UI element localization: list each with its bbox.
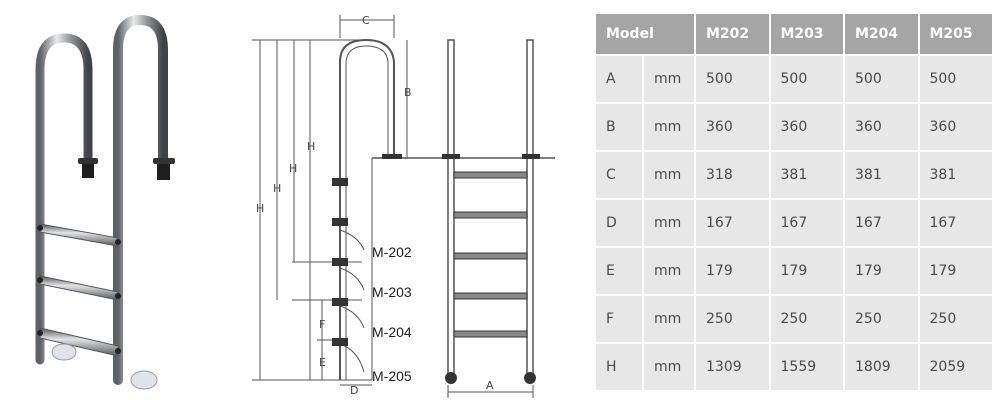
table-cell: 179 xyxy=(919,248,992,294)
dim-label-e: E xyxy=(319,356,326,369)
table-cell: 1309 xyxy=(696,344,769,390)
row-unit: mm xyxy=(644,344,694,390)
table-cell: 250 xyxy=(696,296,769,342)
dim-label-b: B xyxy=(404,86,412,99)
table-cell: 167 xyxy=(770,200,843,246)
table-cell: 1809 xyxy=(845,344,918,390)
ladder-front-rail xyxy=(113,14,168,385)
ladder-back-rail xyxy=(35,33,93,365)
table-cell: 250 xyxy=(845,296,918,342)
table-cell: 360 xyxy=(845,104,918,150)
dim-label-d: D xyxy=(350,384,358,397)
row-unit: mm xyxy=(644,248,694,294)
table-cell: 167 xyxy=(919,200,992,246)
table-cell: 2059 xyxy=(919,344,992,390)
row-label: F xyxy=(596,296,642,342)
ladder-anchor xyxy=(153,158,175,164)
table-cell: 179 xyxy=(696,248,769,294)
table-cell: 1559 xyxy=(770,344,843,390)
table-cell: 381 xyxy=(845,152,918,198)
model-label: M-202 xyxy=(372,244,412,260)
table-cell: 500 xyxy=(919,56,992,102)
ladder-technical-drawing: C B H H H H F E D A M-202 M-203 M-204 M-… xyxy=(252,14,555,398)
table-cell: 381 xyxy=(919,152,992,198)
ladder-foot xyxy=(51,343,77,361)
table-cell: 360 xyxy=(770,104,843,150)
dim-label-c: C xyxy=(362,14,370,27)
dim-label-h: H xyxy=(256,202,264,215)
table-header-row: Model M202 M203 M204 M205 xyxy=(596,14,992,54)
ladder-photo xyxy=(35,14,175,390)
model-label: M-203 xyxy=(372,284,412,300)
row-unit: mm xyxy=(644,104,694,150)
row-unit: mm xyxy=(644,296,694,342)
row-unit: mm xyxy=(644,200,694,246)
table-cell: 500 xyxy=(845,56,918,102)
row-label: D xyxy=(596,200,642,246)
table-cell: 250 xyxy=(919,296,992,342)
header-m204: M204 xyxy=(845,14,918,54)
table-cell: 500 xyxy=(696,56,769,102)
row-unit: mm xyxy=(644,152,694,198)
model-label: M-205 xyxy=(372,368,412,384)
table-cell: 500 xyxy=(770,56,843,102)
ladder-anchor xyxy=(78,158,98,164)
dim-label-h: H xyxy=(289,162,297,175)
dim-label-a: A xyxy=(486,379,494,392)
row-label: E xyxy=(596,248,642,294)
ladder-foot xyxy=(130,370,158,390)
dim-label-f: F xyxy=(319,318,325,331)
header-m202: M202 xyxy=(696,14,769,54)
ladder-steps xyxy=(39,223,119,357)
table-cell: 179 xyxy=(770,248,843,294)
table-cell: 250 xyxy=(770,296,843,342)
table-cell: 167 xyxy=(696,200,769,246)
table-cell: 360 xyxy=(696,104,769,150)
header-m203: M203 xyxy=(770,14,843,54)
table-cell: 167 xyxy=(845,200,918,246)
drawing-front-steps xyxy=(453,171,528,338)
row-label: H xyxy=(596,344,642,390)
row-unit: mm xyxy=(644,56,694,102)
table-cell: 381 xyxy=(770,152,843,198)
table-cell: 360 xyxy=(919,104,992,150)
dim-label-h: H xyxy=(273,182,281,195)
header-model: Model xyxy=(596,14,694,54)
model-label: M-204 xyxy=(372,324,412,340)
row-label: C xyxy=(596,152,642,198)
table-cell: 318 xyxy=(696,152,769,198)
table-cell: 179 xyxy=(845,248,918,294)
row-label: A xyxy=(596,56,642,102)
dim-label-h: H xyxy=(307,140,315,153)
header-m205: M205 xyxy=(919,14,992,54)
row-label: B xyxy=(596,104,642,150)
